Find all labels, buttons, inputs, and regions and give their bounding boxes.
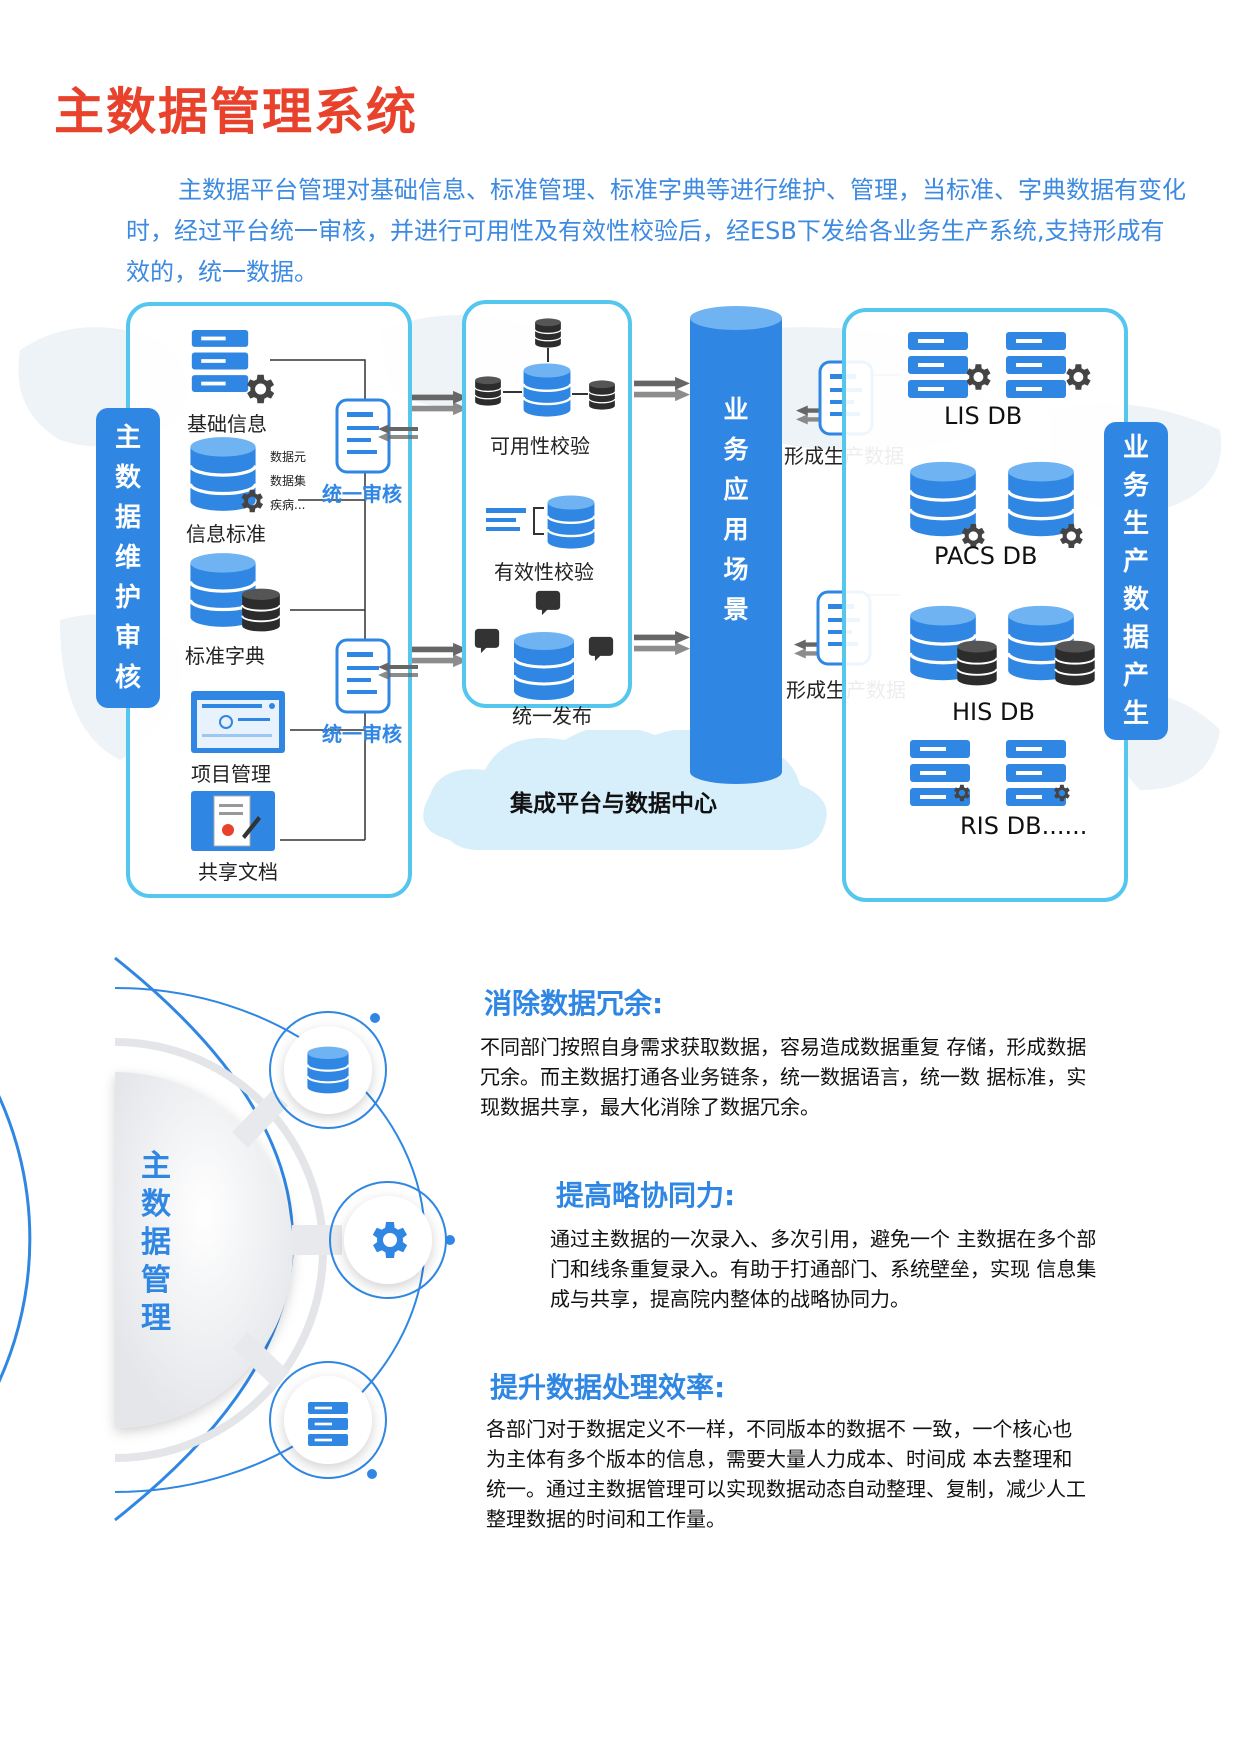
feature-body-efficiency: 各部门对于数据定义不一样，不同版本的数据不 一致，一个核心也为主体有多个版本的信… — [486, 1417, 1086, 1531]
his-db-label: HIS DB — [952, 698, 1035, 726]
intro-paragraph: 主数据平台管理对基础信息、标准管理、标准字典等进行维护、管理，当标准、字典数据有… — [126, 176, 1186, 286]
gear-icon — [1054, 520, 1086, 552]
feature-title-efficiency: 提升数据处理效率: — [490, 1371, 726, 1404]
monitor-icon — [191, 691, 285, 753]
gear-icon — [1050, 782, 1072, 804]
project-mgmt-label: 项目管理 — [191, 762, 271, 786]
document-icon — [191, 791, 275, 851]
audit-bottom-label: 统一审核 — [322, 722, 402, 746]
center-vertical-label: 主数据管理 — [141, 1149, 171, 1336]
publish-label: 统一发布 — [512, 704, 592, 728]
dark-database-icon — [1054, 640, 1096, 686]
server-icon — [1006, 332, 1066, 398]
shared-docs-label: 共享文档 — [198, 860, 278, 884]
feature-graphic — [0, 956, 455, 1522]
gear-icon — [372, 1222, 408, 1258]
right-vertical-label: 业务生产数据产生 — [1104, 422, 1168, 740]
feature-body-redundancy: 不同部门按照自身需求获取数据，容易造成数据重复 存储，形成数据冗余。而主数据打通… — [480, 1035, 1087, 1119]
small-list-item: 疾病... — [270, 498, 306, 512]
info-standard-label: 信息标准 — [186, 522, 266, 546]
basic-info-label: 基础信息 — [187, 412, 267, 436]
small-list-item: 数据元 — [270, 450, 307, 464]
bracket-icon — [533, 507, 544, 535]
business-scene-label: 业务应用场景 — [723, 395, 749, 624]
arrow-right-icon — [412, 642, 468, 668]
server-icon — [908, 332, 968, 398]
gear-icon — [950, 782, 972, 804]
small-list-item: 数据集 — [270, 474, 307, 488]
arrow-right-icon — [634, 376, 690, 402]
database-icon — [546, 494, 596, 550]
network-lines — [503, 348, 588, 395]
dark-database-icon — [956, 640, 998, 686]
availability-label: 可用性校验 — [490, 434, 590, 458]
chat-icon — [474, 628, 500, 654]
lis-db-label: LIS DB — [944, 402, 1023, 430]
database-icon — [512, 630, 576, 702]
ris-db-label: RIS DB...... — [960, 812, 1088, 840]
feature-body-collaboration: 通过主数据的一次录入、多次引用，避免一个 主数据在多个部门和线条重复录入。有助于… — [550, 1227, 1097, 1311]
feature-title-collaboration: 提高略协同力: — [556, 1179, 736, 1212]
architecture-diagram: 集成平台与数据中心 主数据维护审核 基础信息 数据元 数据集 疾病... 信息标… — [0, 290, 1241, 910]
gear-icon — [1060, 360, 1094, 394]
list-icon — [486, 508, 526, 531]
gear-icon — [960, 360, 994, 394]
feature-title-redundancy: 消除数据冗余: — [484, 987, 664, 1020]
database-icon — [306, 1046, 350, 1094]
arrow-right-icon — [634, 630, 690, 656]
validity-label: 有效性校验 — [494, 560, 594, 584]
cloud-label: 集成平台与数据中心 — [510, 791, 717, 817]
page-title: 主数据管理系统 — [54, 83, 418, 141]
chat-icon — [588, 636, 614, 662]
pacs-db-label: PACS DB — [934, 542, 1038, 570]
std-dict-label: 标准字典 — [185, 644, 265, 668]
server-icon — [308, 1402, 348, 1446]
left-vertical-label: 主数据维护审核 — [96, 408, 160, 708]
business-scene-column — [690, 306, 782, 784]
audit-top-label: 统一审核 — [322, 482, 402, 506]
chat-icon — [535, 590, 561, 616]
